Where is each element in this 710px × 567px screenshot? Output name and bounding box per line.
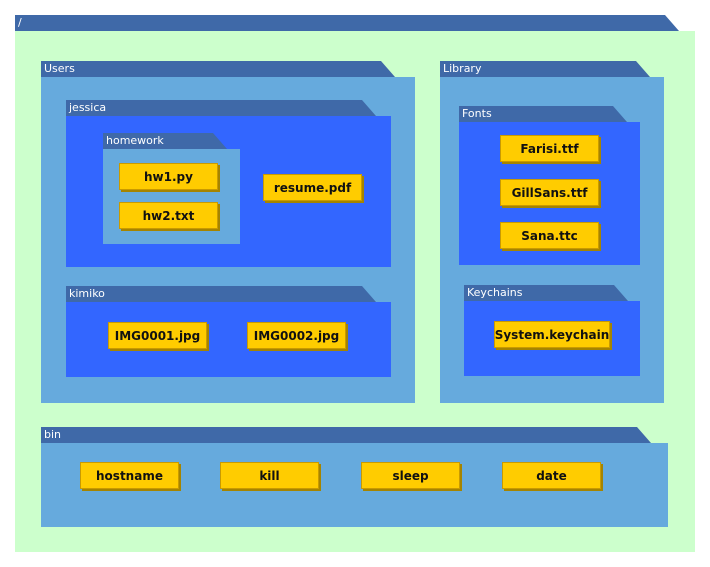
file-gillsans-ttf[interactable]: GillSans.ttf bbox=[500, 179, 599, 206]
file-img0002-jpg[interactable]: IMG0002.jpg bbox=[247, 322, 346, 349]
folder-jessica-label: jessica bbox=[66, 100, 376, 116]
folder-homework-label: homework bbox=[103, 133, 227, 149]
file-system-keychain[interactable]: System.keychain bbox=[494, 321, 610, 348]
folder-users-label: Users bbox=[41, 61, 395, 77]
folder-fonts-label: Fonts bbox=[459, 106, 627, 122]
file-hw1-py[interactable]: hw1.py bbox=[119, 163, 218, 190]
file-farisi-ttf[interactable]: Farisi.ttf bbox=[500, 135, 599, 162]
folder-kimiko-label: kimiko bbox=[66, 286, 376, 302]
file-sleep[interactable]: sleep bbox=[361, 462, 460, 489]
file-resume-pdf[interactable]: resume.pdf bbox=[263, 174, 362, 201]
folder-bin-label: bin bbox=[41, 427, 651, 443]
folder-keychains-label: Keychains bbox=[464, 285, 628, 301]
file-date[interactable]: date bbox=[502, 462, 601, 489]
file-hw2-txt[interactable]: hw2.txt bbox=[119, 202, 218, 229]
folder-library-label: Library bbox=[440, 61, 650, 77]
file-kill[interactable]: kill bbox=[220, 462, 319, 489]
file-hostname[interactable]: hostname bbox=[80, 462, 179, 489]
folder-root-label: / bbox=[15, 15, 679, 31]
file-sana-ttc[interactable]: Sana.ttc bbox=[500, 222, 599, 249]
file-img0001-jpg[interactable]: IMG0001.jpg bbox=[108, 322, 207, 349]
